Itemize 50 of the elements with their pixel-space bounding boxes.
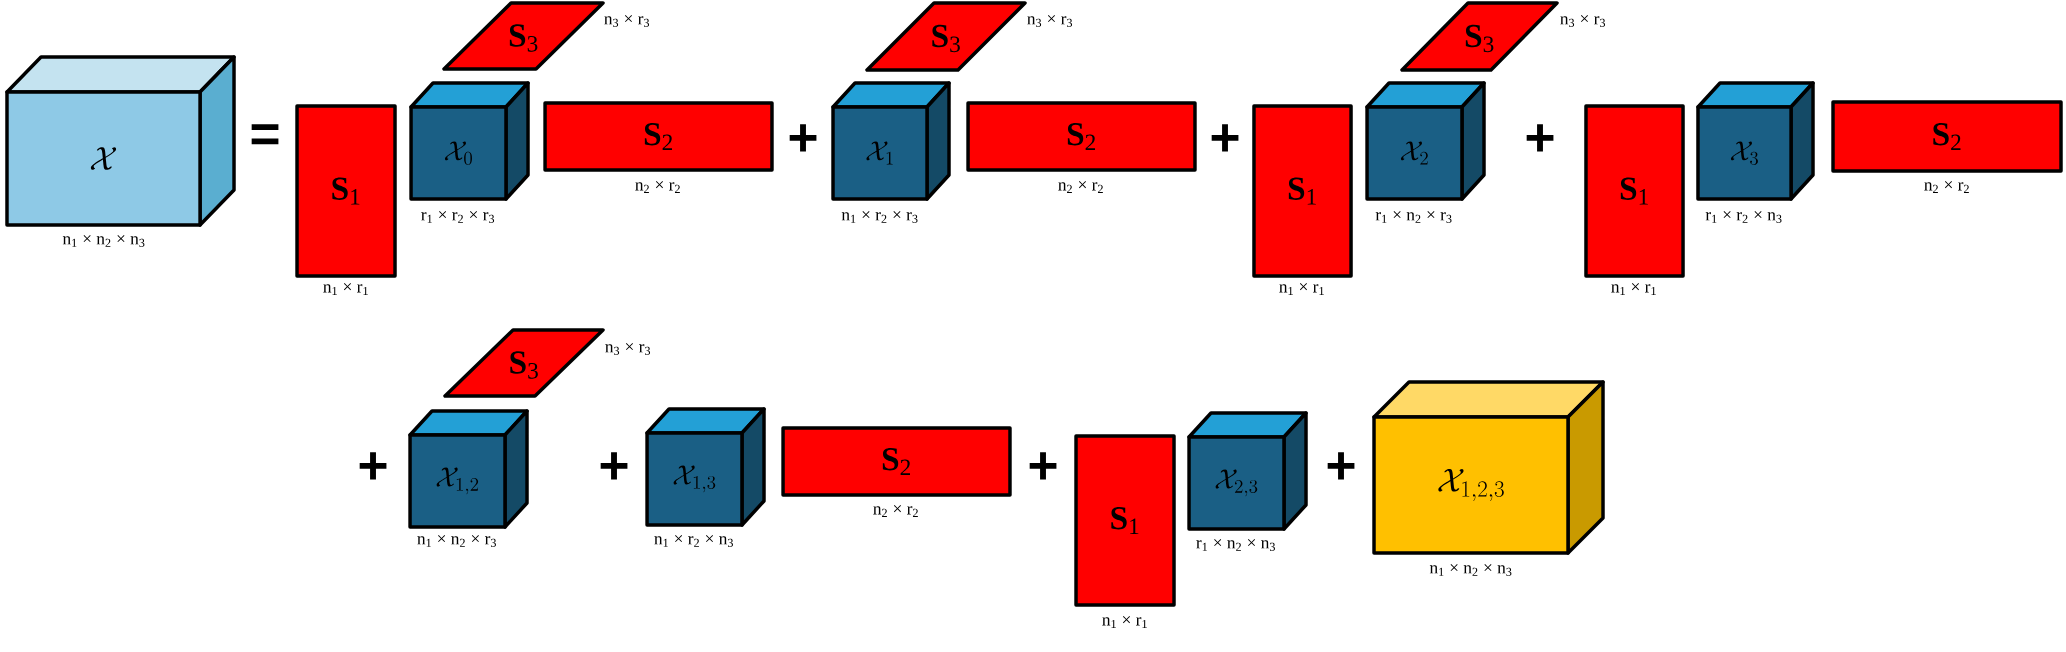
dimension-label: r$_{1}$ × n$_{2}$ × r$_{3}$ bbox=[1375, 211, 1452, 223]
dimension-label: n$_{1}$ × n$_{2}$ × n$_{3}$ bbox=[1429, 564, 1512, 576]
cube-block: $\mathcal{X}_{3}$ bbox=[1696, 81, 1815, 201]
cube-block: $\mathcal{X}_{2}$ bbox=[1365, 81, 1486, 201]
matrix-block: S$_{1}$ bbox=[1252, 104, 1353, 278]
dimension-label: n$_{1}$ × r$_{2}$ × n$_{3}$ bbox=[654, 535, 733, 547]
cube-block: $\mathcal{X}_{1}$ bbox=[831, 81, 951, 201]
matrix-slab: S$_{3}$ bbox=[442, 1, 605, 71]
cube-block: $\mathcal{X}_{1,2}$ bbox=[408, 409, 529, 529]
cube-block: $\mathcal{X}_{1,3}$ bbox=[645, 407, 766, 527]
dimension-label: n$_{1}$ × r$_{2}$ × r$_{3}$ bbox=[841, 211, 918, 223]
dimension-label: n$_{2}$ × r$_{2}$ bbox=[635, 181, 680, 193]
operator-sign: + bbox=[789, 124, 817, 152]
dimension-label: n$_{1}$ × n$_{2}$ × n$_{3}$ bbox=[62, 235, 145, 247]
dimension-label: n$_{3}$ × r$_{3}$ bbox=[605, 343, 651, 355]
operator-sign: + bbox=[1029, 452, 1057, 480]
operator-sign: + bbox=[600, 452, 628, 480]
cube-block: $\mathcal{X}_{0}$ bbox=[409, 81, 530, 201]
dimension-label: n$_{1}$ × r$_{1}$ bbox=[323, 283, 368, 295]
matrix-block: S$_{1}$ bbox=[1074, 434, 1176, 607]
dimension-label: n$_{2}$ × r$_{2}$ bbox=[873, 505, 918, 517]
dimension-label: n$_{3}$ × r$_{3}$ bbox=[1027, 15, 1073, 27]
matrix-block: S$_{2}$ bbox=[781, 426, 1012, 497]
matrix-block: S$_{1}$ bbox=[1584, 104, 1685, 278]
operator-sign: + bbox=[1526, 124, 1554, 152]
cube-block: $\mathcal{X}_{1,2,3}$ bbox=[1372, 380, 1605, 555]
matrix-block: S$_{1}$ bbox=[295, 104, 397, 278]
dimension-label: n$_{1}$ × r$_{1}$ bbox=[1102, 616, 1147, 628]
dimension-label: r$_{1}$ × r$_{2}$ × n$_{3}$ bbox=[1705, 211, 1782, 223]
dimension-label: r$_{1}$ × r$_{2}$ × r$_{3}$ bbox=[421, 211, 495, 223]
matrix-slab: S$_{3}$ bbox=[443, 328, 605, 398]
operator-sign: + bbox=[1327, 452, 1355, 480]
dimension-label: n$_{3}$ × r$_{3}$ bbox=[604, 15, 650, 27]
matrix-slab: S$_{3}$ bbox=[865, 1, 1027, 72]
matrix-slab: S$_{3}$ bbox=[1400, 1, 1559, 72]
matrix-block: S$_{2}$ bbox=[1831, 100, 2063, 173]
dimension-label: n$_{3}$ × r$_{3}$ bbox=[1560, 15, 1606, 27]
operator-sign: = bbox=[251, 124, 279, 145]
matrix-block: S$_{2}$ bbox=[543, 101, 774, 172]
dimension-label: n$_{1}$ × r$_{1}$ bbox=[1279, 283, 1324, 295]
dimension-label: r$_{1}$ × n$_{2}$ × n$_{3}$ bbox=[1196, 539, 1275, 551]
dimension-label: n$_{2}$ × r$_{2}$ bbox=[1058, 181, 1103, 193]
matrix-block: S$_{2}$ bbox=[966, 101, 1197, 172]
dimension-label: n$_{2}$ × r$_{2}$ bbox=[1924, 181, 1969, 193]
operator-sign: + bbox=[1211, 124, 1239, 152]
operator-sign: + bbox=[359, 452, 387, 480]
cube-block: $\mathcal{X}$ bbox=[5, 55, 236, 227]
dimension-label: n$_{1}$ × n$_{2}$ × r$_{3}$ bbox=[417, 535, 496, 547]
dimension-label: n$_{1}$ × r$_{1}$ bbox=[1611, 283, 1656, 295]
cube-block: $\mathcal{X}_{2,3}$ bbox=[1187, 411, 1308, 531]
